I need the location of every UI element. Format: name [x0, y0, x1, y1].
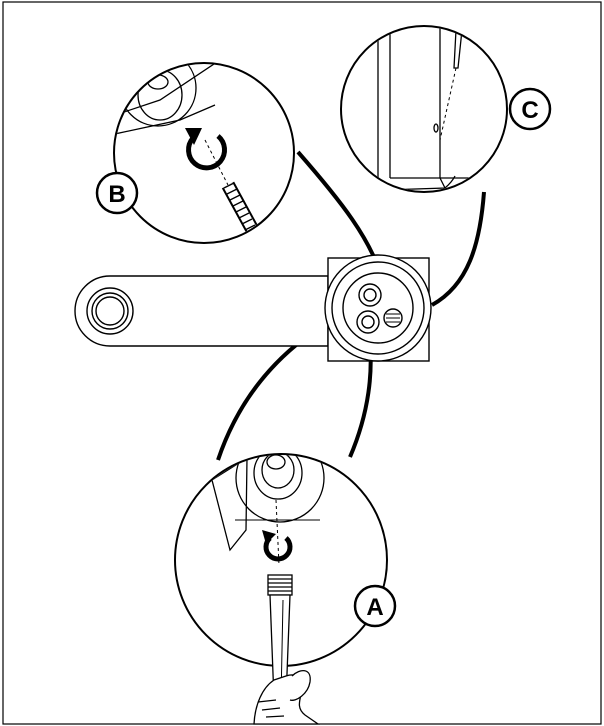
hose-fitting	[267, 574, 293, 701]
faucet-body-outer	[324, 254, 432, 362]
outlet-top-inner	[363, 288, 377, 302]
outlet-bottom-outer	[356, 310, 380, 334]
detail-c-curve	[444, 175, 456, 189]
callout-c-badge	[508, 87, 552, 131]
detail-a-outlet-ring	[235, 455, 325, 523]
detail-b-body-edge-2	[115, 104, 216, 136]
hand-icon	[253, 670, 321, 725]
connector-c	[431, 191, 486, 307]
rotate-clockwise-icon	[185, 128, 227, 171]
faucet-lever-arm	[74, 275, 329, 347]
detail-a-outlet-mid	[261, 455, 295, 489]
hand-fingers	[257, 699, 285, 718]
faucet-assembly	[74, 254, 432, 362]
detail-c-base	[384, 177, 447, 191]
detail-a-outlet-outer	[253, 455, 303, 500]
callout-a-label: A	[366, 594, 383, 621]
callout-a-badge	[353, 584, 397, 628]
callout-b-badge	[95, 171, 139, 215]
callout-c-label: C	[521, 97, 538, 124]
detail-c-circle	[340, 25, 508, 193]
detail-b-circle	[113, 62, 295, 244]
rotate-counterclockwise-icon	[262, 530, 293, 562]
detail-c-guide-line	[439, 67, 457, 141]
detail-c-screw-hole	[433, 123, 439, 133]
detail-b: B	[95, 62, 295, 244]
detail-a-guide-line	[275, 499, 280, 566]
lever-knob-inner	[95, 296, 125, 326]
outlet-top-outer	[358, 283, 382, 307]
callout-b-label: B	[108, 181, 125, 208]
outlet-bottom-inner	[361, 315, 375, 329]
outlet-thread-lines	[386, 313, 400, 323]
lever-knob-outer	[86, 287, 134, 335]
detail-a: A	[174, 453, 397, 725]
detail-a-outlet-top	[266, 455, 286, 470]
detail-c: C	[340, 25, 552, 193]
hose-fitting-nut	[267, 574, 293, 596]
lever-knob-mid	[91, 292, 129, 330]
faucet-body-inner	[331, 261, 425, 355]
hose-fitting-threads	[268, 578, 292, 592]
hand-thumb	[289, 670, 311, 701]
outlet-threaded	[383, 308, 403, 328]
faucet-body-core	[342, 272, 414, 344]
